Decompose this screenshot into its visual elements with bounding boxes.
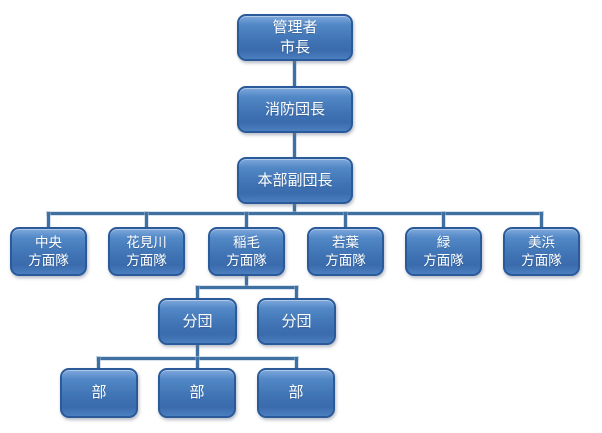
connector-stub-bu3 — [295, 357, 298, 368]
org-node-bu-3: 部 — [257, 368, 335, 418]
connector-inage-drop — [245, 276, 248, 288]
connector-stub-inage — [245, 212, 248, 227]
connector-stub-bundan2 — [295, 286, 298, 298]
connector-stub-chuo — [47, 212, 50, 227]
org-node-fire-chief: 消防団長 — [237, 86, 353, 133]
connector-stub-bu2 — [196, 357, 199, 368]
org-node-hq-deputy-chief: 本部副団長 — [237, 157, 353, 204]
connector-stub-midori — [442, 212, 445, 227]
org-node-division-hanamigawa: 花見川 方面隊 — [108, 227, 185, 276]
connector-divisions-bus — [47, 212, 543, 215]
connector-stub-hanamigawa — [145, 212, 148, 227]
connector-mayor-chief — [293, 61, 296, 86]
connector-stub-wakaba — [344, 212, 347, 227]
connector-bundan-bus — [196, 286, 298, 289]
org-node-bu-1: 部 — [60, 368, 138, 418]
org-node-division-mihama: 美浜 方面隊 — [503, 227, 580, 276]
org-node-mayor: 管理者 市長 — [237, 14, 353, 61]
org-node-bu-2: 部 — [158, 368, 236, 418]
org-node-bundan-2: 分団 — [257, 298, 336, 345]
connector-deputy-drop — [293, 204, 296, 214]
org-node-division-chuo: 中央 方面隊 — [10, 227, 87, 276]
org-node-division-inage: 稲毛 方面隊 — [208, 227, 285, 276]
connector-stub-mihama — [540, 212, 543, 227]
org-node-bundan-1: 分団 — [158, 298, 237, 345]
org-node-division-wakaba: 若葉 方面隊 — [307, 227, 384, 276]
connector-chief-deputy — [293, 133, 296, 157]
connector-stub-bundan1 — [196, 286, 199, 298]
connector-stub-bu1 — [97, 357, 100, 368]
connector-bundan1-drop — [196, 345, 199, 358]
org-node-division-midori: 緑 方面隊 — [405, 227, 482, 276]
